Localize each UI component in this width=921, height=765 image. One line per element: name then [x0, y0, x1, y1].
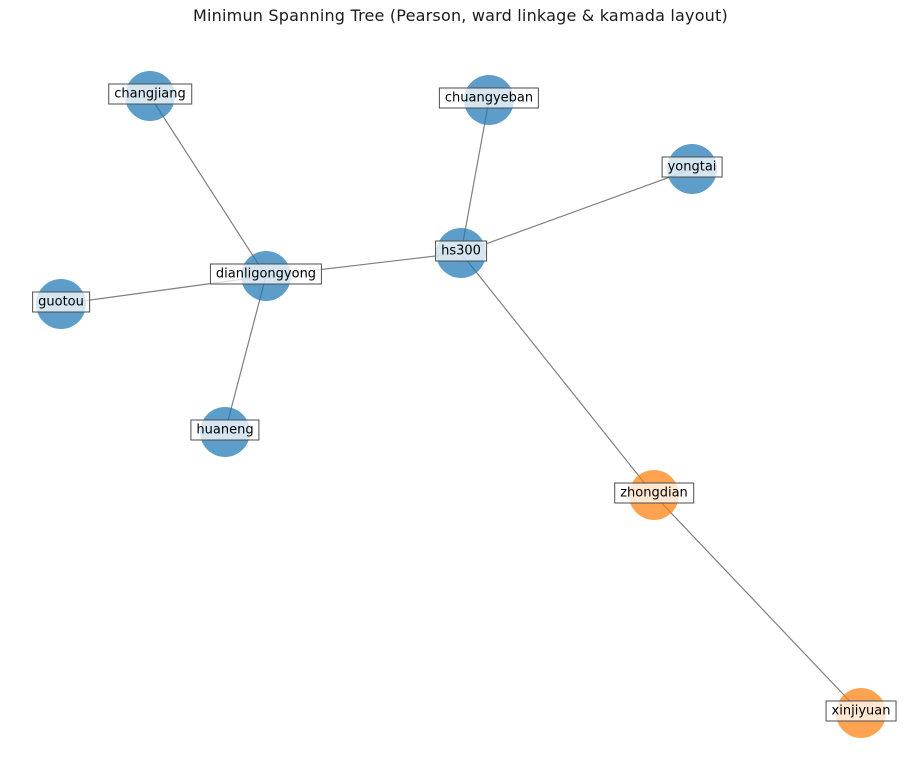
node-label-hs300: hs300 — [435, 240, 487, 262]
edge-zhongdian-xinjiyuan — [653, 494, 862, 714]
edge-changjiang-dianligongyong — [149, 95, 267, 277]
node-label-huaneng: huaneng — [190, 419, 260, 441]
node-label-guotou: guotou — [32, 291, 90, 313]
edge-chuangyeban-hs300 — [460, 99, 490, 254]
edge-yongtai-hs300 — [460, 168, 693, 254]
edges-layer — [60, 95, 862, 714]
nodes-layer — [36, 71, 886, 738]
node-label-changjiang: changjiang — [108, 83, 192, 105]
node-label-chuangyeban: chuangyeban — [438, 87, 540, 109]
node-label-dianligongyong: dianligongyong — [209, 263, 323, 285]
edge-hs300-zhongdian — [460, 252, 655, 496]
node-label-xinjiyuan: xinjiyuan — [825, 700, 897, 722]
edge-huaneng-dianligongyong — [224, 275, 267, 433]
node-label-yongtai: yongtai — [661, 156, 723, 178]
node-label-zhongdian: zhongdian — [614, 482, 694, 504]
chart-title: Minimun Spanning Tree (Pearson, ward lin… — [193, 6, 728, 25]
